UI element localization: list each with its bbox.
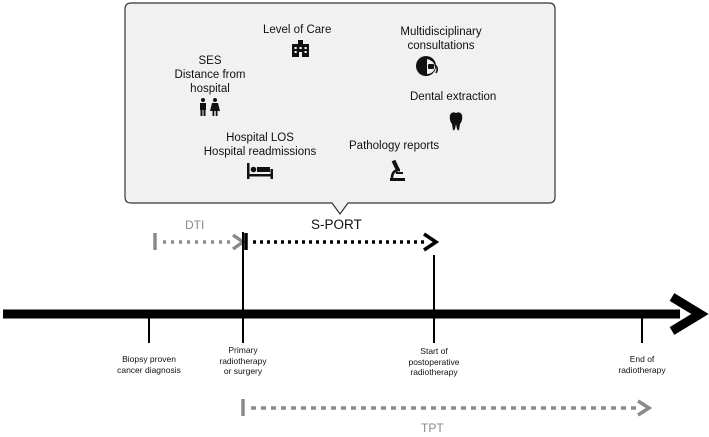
dti-label: DTI [185, 218, 205, 232]
factor-multidisciplinary-text: Multidisciplinary consultations [400, 26, 482, 52]
milestone-start-postop: Start of postoperative radiotherapy [389, 346, 479, 378]
microscope-icon [390, 159, 405, 181]
milestone-primary-text: Primary radiotherapy or surgery [219, 345, 267, 377]
tpt-arrowhead [637, 399, 653, 417]
milestone-biopsy: Biopsy proven cancer diagnosis [104, 354, 194, 375]
doctor-consultation-icon [416, 56, 439, 76]
factor-ses-text: SES Distance from hospital [174, 55, 246, 95]
milestone-start-postop-text: Start of postoperative radiotherapy [408, 346, 460, 378]
tooth-icon [449, 112, 463, 131]
factor-pathology-reports: Pathology reports [349, 140, 440, 152]
factor-dental-extraction: Dental extraction [410, 91, 497, 103]
sport-arrowhead [423, 232, 440, 252]
dti-arrowhead [231, 233, 247, 251]
factor-ses: SES Distance from hospital [160, 55, 260, 96]
hospital-building-icon [292, 40, 309, 57]
man-woman-icon [200, 98, 220, 116]
factor-hospital-los: Hospital LOS Hospital readmissions [200, 132, 320, 160]
milestone-end-rt-text: End of radiotherapy [618, 354, 666, 375]
tpt-label: TPT [421, 421, 444, 435]
factor-multidisciplinary: Multidisciplinary consultations [384, 26, 498, 54]
milestone-biopsy-text: Biopsy proven cancer diagnosis [117, 354, 181, 375]
factor-hospital-los-text: Hospital LOS Hospital readmissions [203, 132, 317, 158]
factor-level-of-care: Level of Care [263, 24, 332, 36]
callout-box [124, 2, 556, 216]
sport-label: S-PORT [311, 217, 362, 232]
hospital-bed-icon [247, 163, 273, 179]
timeline-arrowhead [669, 293, 709, 335]
milestone-end-rt: End of radiotherapy [602, 354, 682, 375]
milestone-primary: Primary radiotherapy or surgery [203, 345, 283, 377]
